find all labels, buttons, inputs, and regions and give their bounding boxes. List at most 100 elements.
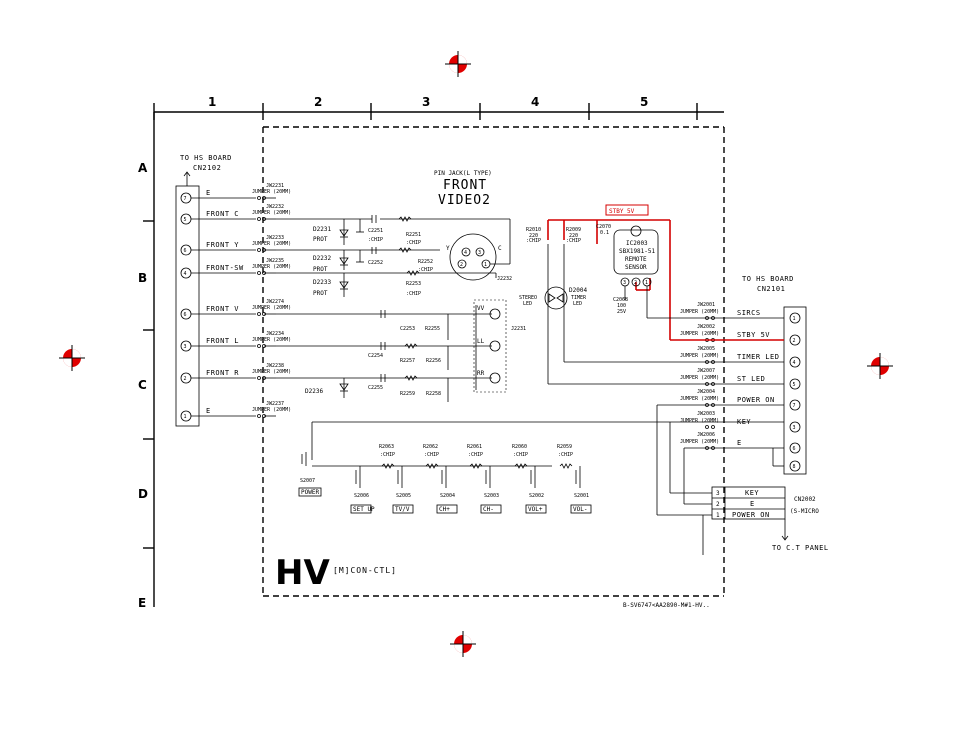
jumper-ref: JW2235 <box>266 258 284 264</box>
pin-circle <box>789 460 801 472</box>
r2259-label: R2259 <box>400 391 415 397</box>
rr-label: RR <box>477 370 485 377</box>
svg-text:3: 3 <box>478 250 481 256</box>
pin-number: 3 <box>184 344 187 350</box>
ic2003-pn: SBX1981-51 <box>619 248 656 255</box>
jumper-ref: JW2006 <box>697 432 715 438</box>
board-name: HV <box>275 553 330 593</box>
resistor-ref: R2060 <box>512 444 527 450</box>
registration-mark <box>59 345 85 371</box>
resistor-chip: :CHIP <box>380 452 395 458</box>
pin-circle <box>789 442 801 454</box>
switch-label-box <box>525 504 547 514</box>
c2068-label: C2068 <box>613 297 628 303</box>
j2232-label: J2232 <box>497 276 512 282</box>
svg-text:1: 1 <box>484 262 487 268</box>
jumper-pad <box>257 196 261 200</box>
jumper-label: JUMPER (20MM) <box>680 418 719 424</box>
switch-label-box <box>350 504 372 514</box>
switch-label-box <box>480 504 502 514</box>
jumper-ref: JW2002 <box>697 324 715 330</box>
pin-number: 6 <box>793 446 796 452</box>
row-label-b: B <box>138 271 147 285</box>
d2232-label: D2232 <box>313 255 331 262</box>
jumper-pad <box>262 196 266 200</box>
jumper-pad <box>262 312 266 316</box>
jumper-label: JUMPER (20MM) <box>252 407 291 413</box>
pin-label: FRONT C <box>206 210 239 218</box>
switch-label-box <box>298 487 322 497</box>
r2010-label: R2010 <box>526 227 541 233</box>
jumper-pad <box>711 425 715 429</box>
prot-label: PROT <box>313 266 328 273</box>
switch-ref: S2001 <box>574 493 589 499</box>
pin-number: 7 <box>793 403 796 409</box>
switch-label-box <box>570 504 592 514</box>
video-part-labels: D2231 PROT D2232 PROT D2233 PROT C2251 :… <box>313 226 512 297</box>
left-connector: TO HS BOARD CN2102 <box>175 154 231 427</box>
row-label-d: D <box>138 487 148 501</box>
pin-number: 7 <box>184 196 187 202</box>
r2256-label: R2256 <box>426 358 441 364</box>
column-label-4: 4 <box>531 95 539 109</box>
bottom-pin-label: POWER ON <box>732 511 770 519</box>
switch-label: CH- <box>483 506 494 513</box>
resistor-chip: :CHIP <box>424 452 439 458</box>
pin-number: 2 <box>184 376 187 382</box>
r2010-value: 220 <box>529 233 538 239</box>
board-outline <box>262 126 725 597</box>
stby-5v-net: STBY 5V <box>547 204 784 341</box>
jumper-pad <box>257 248 261 252</box>
jack-caption: PIN JACK(L TYPE) <box>434 170 492 177</box>
r2251-label: R2251 <box>406 232 421 238</box>
pin-number: 6 <box>184 248 187 254</box>
switch-label: VOL- <box>573 506 587 513</box>
switch-resistor <box>425 463 439 469</box>
switch-ref: S2003 <box>484 493 499 499</box>
jack-y-label: Y <box>446 245 450 252</box>
resistor-chip: :CHIP <box>558 452 573 458</box>
resistor-ref: R2062 <box>423 444 438 450</box>
jumper-ref: JW2237 <box>266 401 284 407</box>
switch-resistor <box>514 463 528 469</box>
led-label: LED <box>523 301 532 307</box>
jack-c-label: C <box>498 245 502 252</box>
pin-number: 5 <box>793 382 796 388</box>
switch-resistor <box>469 463 483 469</box>
svg-text:2: 2 <box>460 262 463 268</box>
audio-signal-wiring <box>276 299 507 402</box>
chip-label: :CHIP <box>566 238 581 244</box>
r2252-label: R2252 <box>418 259 433 265</box>
audio-part-labels: VV LL RR J2231 C2253 R2255 C2254 R2257 R… <box>305 305 526 397</box>
switch-label: VOL+ <box>528 506 543 513</box>
c2068-v2: 25V <box>617 309 626 315</box>
c2068-v1: 100 <box>617 303 626 309</box>
c2251-label: C2251 <box>368 228 383 234</box>
pin-label: FRONT R <box>206 369 239 377</box>
board-subtitle: [M]CON-CTL] <box>333 566 397 575</box>
c2070-label: C2070 <box>596 224 611 230</box>
jumper-ref: JW2001 <box>697 302 715 308</box>
svg-text:3: 3 <box>623 280 626 286</box>
jumper-pad <box>705 425 709 429</box>
pin-label: POWER ON <box>737 396 775 404</box>
bottom-connector: 3 KEY 2 E 1 POWER ON CN2002 (S-MICRO TO … <box>711 486 829 552</box>
j2231-label: J2231 <box>511 326 526 332</box>
bottom-connector-dest: TO C.T PANEL <box>772 544 829 552</box>
bottom-pin-num: 3 <box>716 490 720 497</box>
